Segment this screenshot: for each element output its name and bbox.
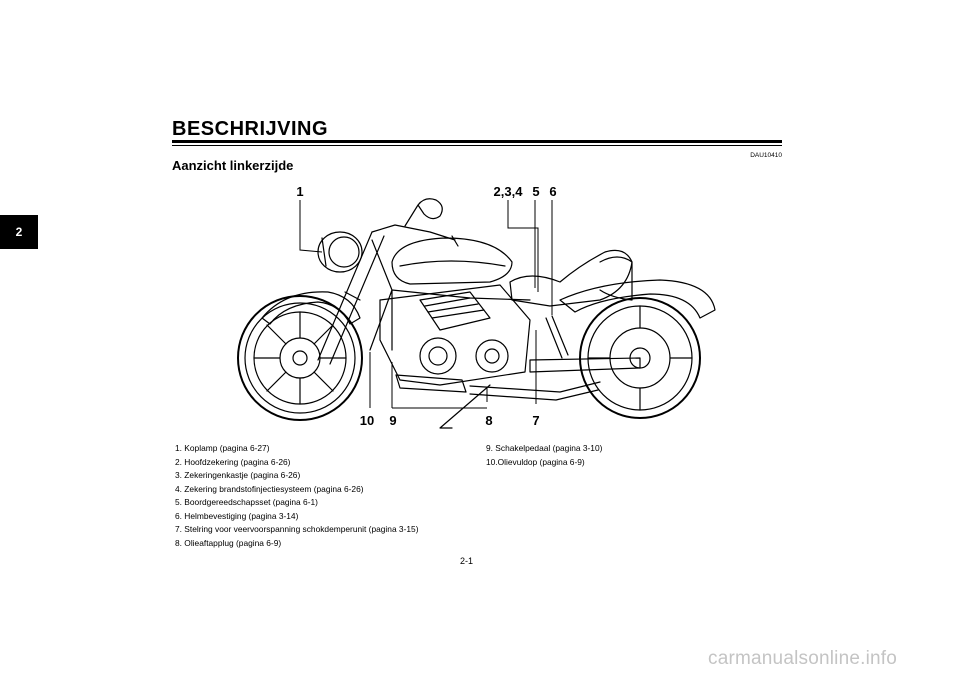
front-wheel xyxy=(237,295,363,421)
sidestand xyxy=(439,384,491,429)
parts-list-item: 1. Koplamp (pagina 6-27) xyxy=(175,443,270,453)
rear-fender xyxy=(559,279,716,319)
header-rule-thin xyxy=(172,145,782,146)
parts-list-item: 4. Zekering brandstofinjectiesysteem (pa… xyxy=(175,483,364,494)
parts-list-item: 6. Helmbevestiging (pagina 3-14) xyxy=(175,510,299,521)
chapter-tab: 2 xyxy=(0,215,38,249)
front-fork xyxy=(317,231,385,365)
fuel-tank xyxy=(391,237,513,285)
headlight xyxy=(317,231,363,273)
parts-list-right: 9. Schakelpedaal (pagina 3-10) 10.Olievu… xyxy=(486,442,602,469)
callout-9: 9 xyxy=(389,413,396,428)
engine xyxy=(379,284,531,386)
header-rule-thick xyxy=(172,140,782,143)
callout-2-3-4: 2,3,4 xyxy=(494,184,524,199)
motorcycle-illustration xyxy=(237,198,716,429)
watermark-link[interactable]: carmanualsonline.info xyxy=(708,648,898,669)
callout-labels: 1 2,3,4 5 6 10 9 8 7 xyxy=(296,184,556,428)
front-fender xyxy=(261,291,361,325)
callout-6: 6 xyxy=(549,184,556,199)
seat xyxy=(509,249,633,307)
parts-list-item: 3. Zekeringenkastje (pagina 6-26) xyxy=(175,470,301,480)
parts-list-item: 7. Stelring voor veervoorspanning schokd… xyxy=(175,524,419,534)
page-number: 2-1 xyxy=(460,556,474,566)
subsection-title: Aanzicht linkerzijde xyxy=(172,158,294,173)
mirror xyxy=(404,198,443,227)
parts-list-item: 2. Hoofdzekering (pagina 6-26) xyxy=(175,456,291,467)
parts-list-item: 5. Boordgereedschapsset (pagina 6-1) xyxy=(175,497,318,507)
document-code: DAU10410 xyxy=(750,152,782,159)
swingarm xyxy=(529,357,641,373)
callout-1: 1 xyxy=(296,184,303,199)
leader-lines xyxy=(299,200,553,409)
parts-list-item: 8. Olieaftapplug (pagina 6-9) xyxy=(175,537,282,548)
parts-list-item: 10.Olievuldop (pagina 6-9) xyxy=(486,456,585,467)
parts-list-left: 1. Koplamp (pagina 6-27) 2. Hoofdzekerin… xyxy=(175,442,418,550)
section-title: BESCHRIJVING xyxy=(172,118,329,140)
footboard xyxy=(395,374,467,393)
rear-shock xyxy=(545,315,569,359)
parts-list-item: 9. Schakelpedaal (pagina 3-10) xyxy=(486,443,603,453)
callout-7: 7 xyxy=(532,413,539,428)
callout-10: 10 xyxy=(360,413,374,428)
callout-5: 5 xyxy=(532,184,539,199)
exhaust xyxy=(469,381,601,401)
chapter-number: 2 xyxy=(15,225,23,239)
callout-8: 8 xyxy=(485,413,492,428)
